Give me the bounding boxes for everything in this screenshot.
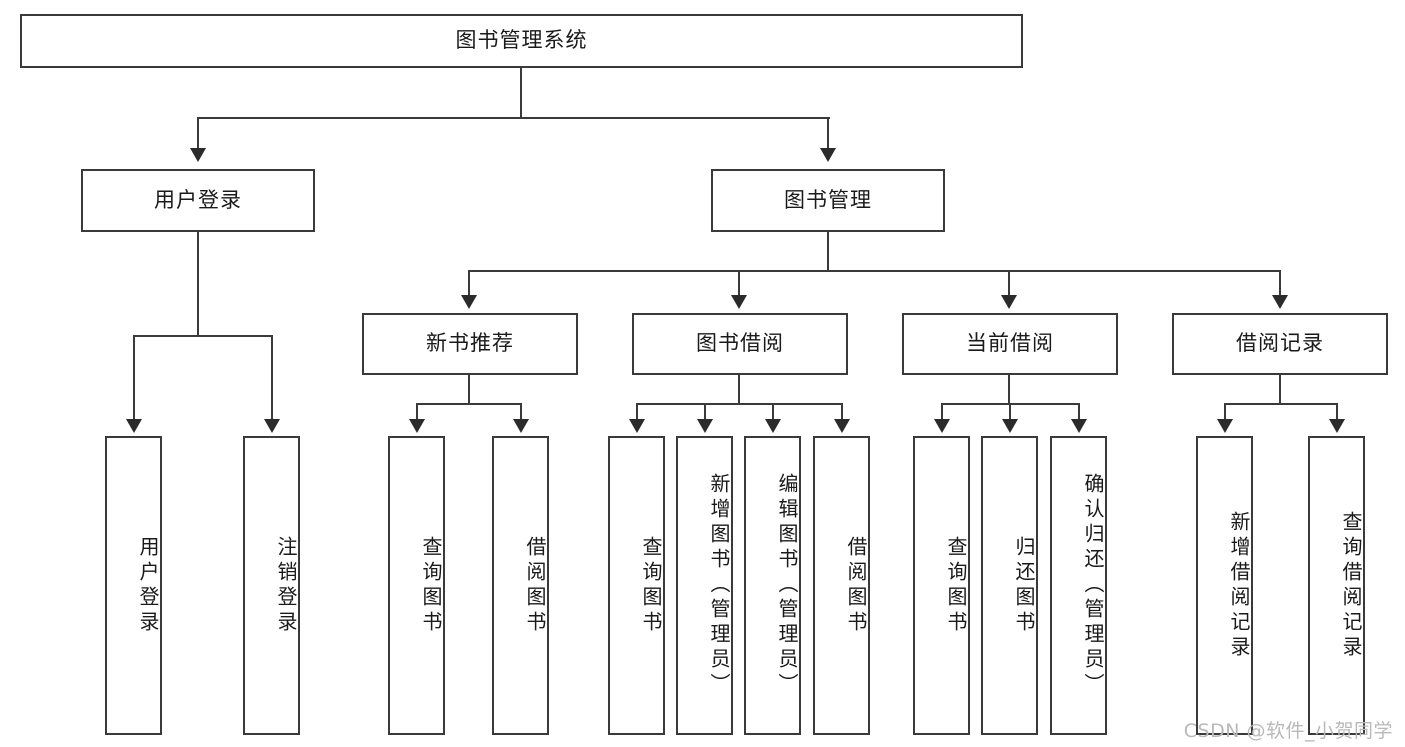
node-label: 图书管理 [784, 187, 872, 212]
connector-current-borrow-stem [1008, 375, 1010, 404]
arrowhead-book-manage-borrow [731, 295, 747, 309]
arrowhead-new-book-leaf-1 [409, 419, 425, 433]
arrowhead-book-manage-current [1001, 295, 1017, 309]
connector-current-borrow-to-leaf-1 [941, 403, 943, 420]
arrowhead-current-borrow-leaf-1 [934, 419, 950, 433]
leaf-current-borrow-return[interactable]: 归还图书 [981, 436, 1038, 735]
leaf-book-borrow-lend[interactable]: 借阅图书 [813, 436, 870, 735]
connector-book-manage-bus [469, 270, 1280, 272]
arrowhead-book-borrow-leaf-1 [629, 419, 645, 433]
node-book-borrow[interactable]: 图书借阅 [632, 313, 848, 375]
connector-root-bus [198, 117, 830, 119]
connector-current-borrow-to-leaf-3 [1078, 403, 1080, 420]
node-root-system[interactable]: 图书管理系统 [20, 14, 1023, 68]
connector-book-borrow-to-leaf-4 [841, 403, 843, 420]
node-label: 用户登录 [154, 187, 242, 212]
node-label: 查询图书 [639, 535, 663, 636]
connector-current-borrow-to-leaf-2 [1009, 403, 1011, 420]
arrowhead-current-borrow-leaf-2 [1002, 419, 1018, 433]
node-new-book-recommend[interactable]: 新书推荐 [362, 313, 578, 375]
leaf-current-borrow-query[interactable]: 查询图书 [913, 436, 970, 735]
arrowhead-borrow-record-leaf-1 [1217, 419, 1233, 433]
connector-borrow-record-stem [1279, 375, 1281, 404]
connector-new-book-to-leaf-1 [416, 403, 418, 420]
arrowhead-current-borrow-leaf-3 [1071, 419, 1087, 433]
node-label: 图书管理系统 [455, 28, 588, 53]
connector-current-borrow-bus [942, 403, 1080, 405]
connector-book-manage-to-current [1008, 270, 1010, 296]
connector-book-manage-stem [827, 232, 829, 271]
node-label: 查询图书 [944, 535, 968, 636]
node-label: 借阅图书 [523, 535, 547, 636]
connector-user-login-to-leaf-1 [133, 335, 135, 420]
leaf-new-book-query[interactable]: 查询图书 [388, 436, 445, 735]
connector-book-borrow-bus [637, 403, 843, 405]
arrowhead-book-borrow-leaf-4 [834, 419, 850, 433]
node-label: 新增借阅记录 [1227, 510, 1251, 661]
leaf-borrow-record-add[interactable]: 新增借阅记录 [1196, 436, 1253, 735]
connector-new-book-stem [468, 375, 470, 404]
node-label: 查询借阅记录 [1339, 510, 1363, 661]
leaf-borrow-record-query[interactable]: 查询借阅记录 [1308, 436, 1365, 735]
node-current-borrow[interactable]: 当前借阅 [902, 313, 1118, 375]
connector-user-login-bus [134, 335, 272, 337]
connector-user-login-stem [197, 232, 199, 336]
arrowhead-book-borrow-leaf-2 [697, 419, 713, 433]
leaf-user-login-signin[interactable]: 用户登录 [105, 436, 162, 735]
connector-new-book-bus [417, 403, 521, 405]
arrowhead-user-login-leaf-2 [264, 419, 280, 433]
leaf-book-borrow-edit[interactable]: 编辑图书（管理员） [744, 436, 801, 735]
leaf-book-borrow-add[interactable]: 新增图书（管理员） [676, 436, 733, 735]
connector-book-borrow-to-leaf-1 [636, 403, 638, 420]
arrowhead-root-to-user-login [190, 148, 206, 162]
connector-book-manage-to-borrow [738, 270, 740, 296]
connector-root-stem [520, 68, 522, 118]
leaf-user-login-signout[interactable]: 注销登录 [243, 436, 300, 735]
node-label: 用户登录 [136, 535, 160, 636]
connector-new-book-to-leaf-2 [520, 403, 522, 420]
arrowhead-borrow-record-leaf-2 [1329, 419, 1345, 433]
arrowhead-root-to-book-manage [820, 148, 836, 162]
arrowhead-new-book-leaf-2 [513, 419, 529, 433]
node-label: 新书推荐 [426, 331, 514, 356]
node-label: 借阅记录 [1236, 331, 1324, 356]
leaf-book-borrow-query[interactable]: 查询图书 [608, 436, 665, 735]
connector-book-borrow-to-leaf-3 [772, 403, 774, 420]
arrowhead-book-manage-record [1272, 295, 1288, 309]
arrowhead-user-login-leaf-1 [126, 419, 142, 433]
node-label: 注销登录 [274, 535, 298, 636]
leaf-new-book-borrow[interactable]: 借阅图书 [492, 436, 549, 735]
connector-book-manage-to-record [1279, 270, 1281, 296]
node-label: 借阅图书 [844, 535, 868, 636]
node-label: 查询图书 [419, 535, 443, 636]
connector-book-borrow-to-leaf-2 [704, 403, 706, 420]
node-borrow-record[interactable]: 借阅记录 [1172, 313, 1388, 375]
leaf-current-borrow-confirm-return[interactable]: 确认归还（管理员） [1050, 436, 1107, 735]
connector-user-login-to-leaf-2 [271, 335, 273, 420]
connector-book-borrow-stem [738, 375, 740, 404]
connector-borrow-record-to-leaf-2 [1336, 403, 1338, 420]
node-label: 确认归还（管理员） [1081, 473, 1105, 698]
node-label: 编辑图书（管理员） [775, 473, 799, 698]
connector-borrow-record-bus [1225, 403, 1337, 405]
node-label: 新增图书（管理员） [707, 473, 731, 698]
watermark-text: CSDN @软件_小贺同学 [1183, 720, 1393, 742]
connector-root-to-book-manage [827, 117, 829, 149]
node-label: 图书借阅 [696, 331, 784, 356]
node-label: 当前借阅 [966, 331, 1054, 356]
arrowhead-book-manage-new-book [461, 295, 477, 309]
arrowhead-book-borrow-leaf-3 [765, 419, 781, 433]
node-user-login[interactable]: 用户登录 [81, 169, 315, 232]
connector-borrow-record-to-leaf-1 [1224, 403, 1226, 420]
connector-root-to-user-login [197, 117, 199, 149]
node-book-management[interactable]: 图书管理 [711, 169, 945, 232]
connector-book-manage-to-new-book [468, 270, 470, 296]
node-label: 归还图书 [1012, 535, 1036, 636]
